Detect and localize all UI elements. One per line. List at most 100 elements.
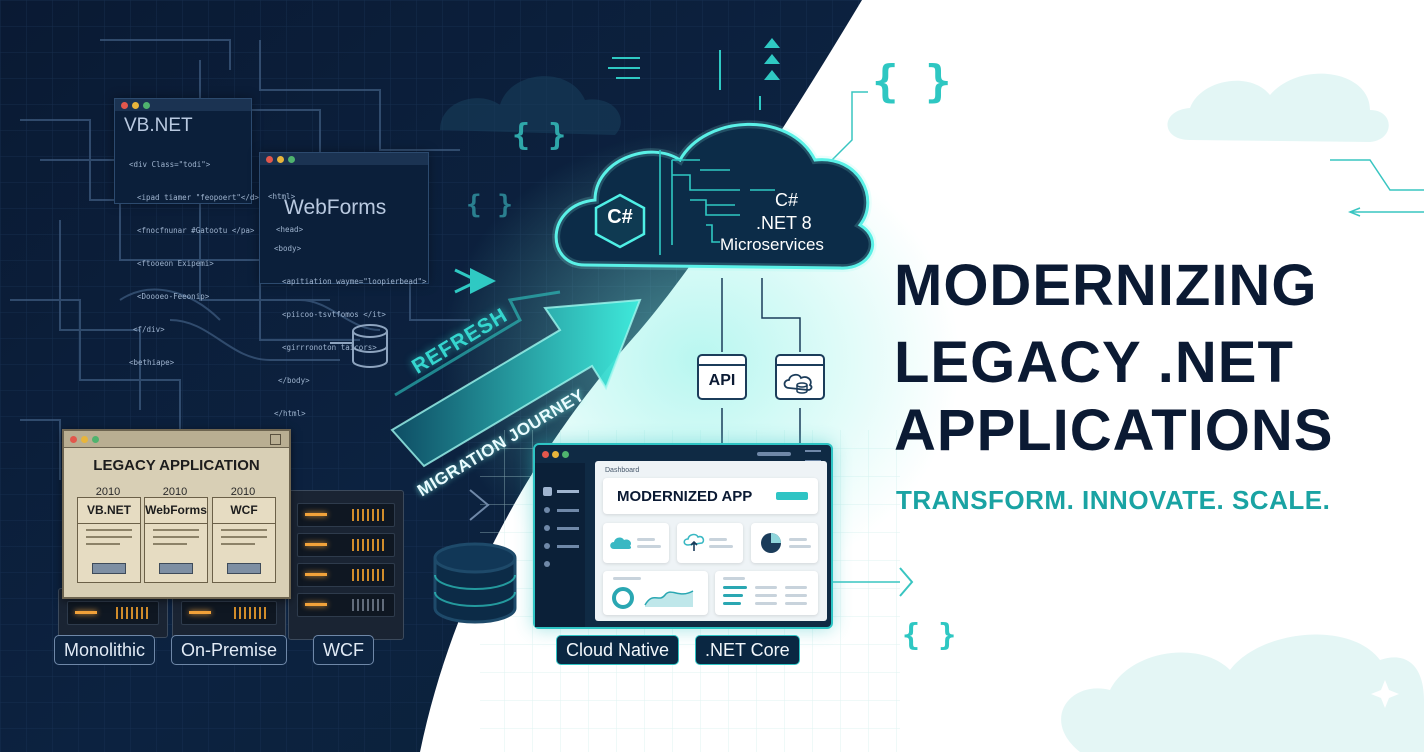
code-line: </html> [274, 409, 306, 418]
minimize-dot-icon [277, 155, 284, 163]
badge-wcf: WCF [313, 635, 374, 665]
minimize-dot-icon [552, 451, 559, 458]
modern-app-title: MODERNIZED APP [617, 488, 753, 505]
server-slot [297, 503, 395, 527]
close-dot-icon [266, 155, 273, 163]
webforms-code-window: <html> <head> WebForms <body> <apitiatio… [259, 152, 429, 418]
legacy-button-icon [159, 563, 193, 574]
legacy-year: 2010 [230, 486, 256, 498]
cloud-upload-icon [683, 533, 705, 551]
code-line: <html> [268, 192, 296, 201]
metrics-card [603, 571, 708, 615]
cloud-database-icon [775, 354, 825, 400]
server-rack-wcf [288, 490, 404, 640]
window-titlebar [260, 153, 428, 165]
header-card: MODERNIZED APP [603, 478, 818, 514]
code-line: <girrronoton taicors> [282, 343, 377, 352]
code-window-title: VB.NET [124, 115, 193, 136]
badge-monolithic: Monolithic [54, 635, 156, 665]
minimize-dot-icon [132, 101, 139, 109]
code-line: </body> [278, 376, 310, 385]
legacy-column-label: WebForms [145, 498, 207, 524]
window-titlebar [115, 99, 251, 111]
headline-line-1: MODERNIZING [894, 253, 1318, 318]
cloud-stat-card [603, 523, 669, 563]
window-restore-icon [270, 434, 281, 445]
code-lines-head: <html> <head> [268, 169, 303, 257]
headline-line-3: APPLICATIONS [894, 398, 1334, 463]
code-line: <ftooeon Exipemi> [137, 259, 214, 268]
legacy-column-wcf: WCF [212, 497, 276, 583]
legacy-year: 2010 [162, 486, 188, 498]
legacy-column-label: VB.NET [78, 498, 140, 524]
legacy-app-title: LEGACY APPLICATION [93, 457, 260, 474]
code-line: <apitiation wayme="loopierbead"> [282, 277, 427, 286]
legacy-column-label: WCF [213, 498, 275, 524]
sidebar-item-icon[interactable] [544, 525, 550, 531]
headline-line-2: LEGACY .NET [894, 330, 1294, 395]
cloud-icon [610, 537, 632, 549]
breadcrumb: Dashboard [605, 467, 640, 474]
service-stat-card [677, 523, 743, 563]
code-braces-icon: { } [902, 618, 957, 653]
metrics-chart-icon [612, 587, 694, 609]
legacy-year: 2010 [95, 486, 121, 498]
home-icon[interactable] [543, 487, 552, 496]
window-address-bar [757, 452, 791, 456]
maximize-dot-icon [288, 155, 295, 163]
pie-chart-icon [761, 533, 781, 553]
csharp-badge-label: C# [607, 206, 633, 228]
code-line: <Doooeo-Feeonip> [137, 292, 210, 301]
modernized-app-window: Dashboard MODERNIZED APP [533, 443, 833, 629]
code-window-title: WebForms [284, 196, 387, 219]
badge-cloud-native: Cloud Native [556, 635, 680, 665]
code-braces-icon: { } [512, 118, 567, 153]
code-lines-body: <body> <apitiation wayme="loopierbead"> … [274, 221, 427, 441]
legacy-column-vbnet: VB.NET [77, 497, 141, 583]
code-line: <fnocfnunar #Gatootu </pa> [137, 226, 255, 235]
primary-action-button[interactable] [776, 492, 808, 500]
cloud-icon [783, 373, 813, 394]
code-lines: <div Class="todi"> <ipad tiamer "feopoer… [129, 137, 259, 390]
api-window-icon: API [697, 354, 747, 400]
vbnet-code-window: VB.NET <div Class="todi"> <ipad tiamer "… [114, 98, 259, 367]
maximize-dot-icon [143, 101, 150, 109]
maximize-dot-icon [92, 435, 99, 443]
sidebar-item-icon[interactable] [544, 507, 550, 513]
sidebar-item-icon[interactable] [544, 561, 550, 567]
server-slot [297, 533, 395, 557]
minimize-dot-icon [81, 435, 88, 443]
legacy-column-webforms: WebForms [144, 497, 208, 583]
code-line: <piicoo-tsvtfomos </it> [282, 310, 386, 319]
close-dot-icon [70, 435, 77, 443]
list-card [715, 571, 818, 615]
api-label: API [708, 372, 736, 389]
code-line: <body> [274, 244, 302, 253]
cloud-item-microservices: Microservices [720, 235, 824, 254]
close-dot-icon [542, 451, 549, 458]
server-slot [297, 563, 395, 587]
close-dot-icon [121, 101, 128, 109]
code-line: <div Class="todi"> [129, 160, 211, 169]
legacy-button-icon [92, 563, 126, 574]
server-slot [297, 593, 395, 617]
code-braces-icon: { } [466, 190, 513, 220]
cloud-item-net8: .NET 8 [756, 213, 812, 233]
code-line: <head> [276, 225, 304, 234]
badge-net-core: .NET Core [695, 635, 800, 665]
maximize-dot-icon [562, 451, 569, 458]
code-line: <bethiape> [129, 358, 175, 367]
sidebar-item-icon[interactable] [544, 543, 550, 549]
csharp-hexagon-icon [594, 193, 646, 249]
server-slot [67, 601, 159, 625]
code-line: <ipad tiamer "feopoert"</d> [137, 193, 259, 202]
badge-on-premise: On-Premise [171, 635, 288, 665]
legacy-button-icon [227, 563, 261, 574]
cloud-item-csharp: C# [775, 190, 799, 210]
server-slot [181, 601, 277, 625]
pie-stat-card [751, 523, 818, 563]
code-line: <f/div> [133, 325, 165, 334]
window-titlebar [64, 431, 289, 448]
app-sidebar [535, 463, 585, 627]
